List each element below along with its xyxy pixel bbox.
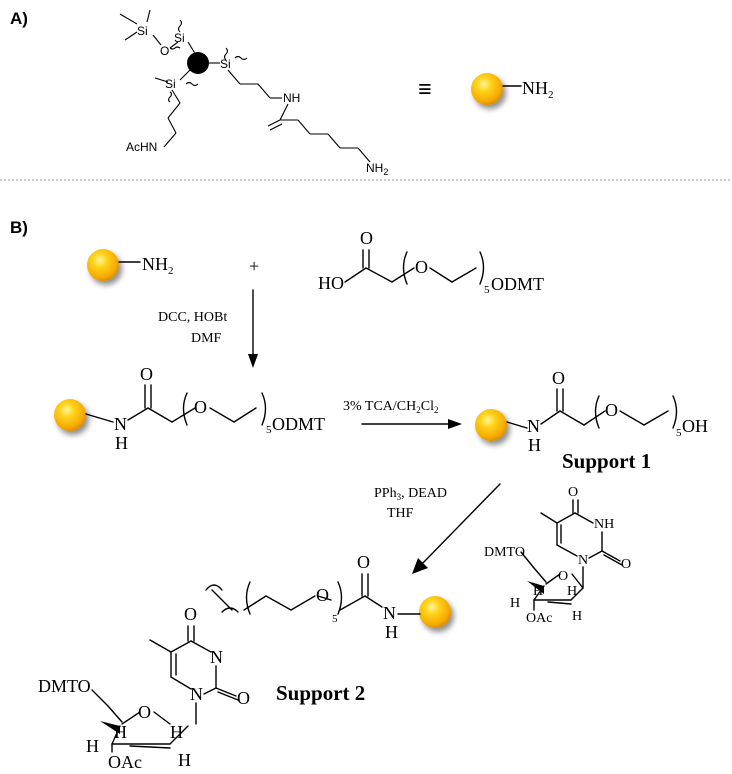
furanose-oxygen: O (138, 702, 151, 722)
sugar-hydrogen: H (533, 584, 543, 599)
reaction-arrow-diagonal (419, 483, 501, 567)
intermediate-odmt: N H O O 5 ODMT (54, 364, 325, 453)
solid-support-bead (475, 409, 507, 441)
thymine-oxygen: O (184, 604, 197, 624)
sugar-hydrogen: H (510, 596, 520, 611)
reagents-tca: 3% TCA/CH2Cl2 (343, 399, 438, 415)
glycosidic-nitrogen: N (190, 684, 203, 704)
achn-label: AcHN (126, 140, 157, 154)
si-label: Si (137, 24, 148, 38)
bead-amine-a: NH2 (471, 73, 554, 105)
sugar-hydrogen: H (114, 722, 127, 742)
sugar-hydrogen: H (178, 750, 191, 770)
peg-acid-reagent: O HO O 5 ODMT (318, 228, 544, 296)
nh-label: NH (283, 91, 300, 105)
reactant-bead-amine: NH2 (87, 249, 174, 281)
si-label: Si (165, 77, 176, 91)
ether-oxygen: O (194, 397, 207, 417)
ether-oxygen: O (605, 400, 618, 420)
nh2-chain-label: NH2 (366, 161, 388, 177)
solid-support-bead (419, 596, 451, 628)
support-1-label: Support 1 (562, 449, 651, 473)
sugar-hydrogen: H (567, 584, 577, 599)
amine-label: NH2 (522, 78, 554, 101)
dmto-label: DMTO (484, 545, 525, 560)
solid-support-bead (54, 399, 86, 431)
reagents-thf: THF (387, 506, 414, 521)
sugar-hydrogen: H (86, 736, 99, 756)
amide-hydrogen: H (115, 433, 128, 453)
dmto-label: DMTO (38, 676, 91, 696)
oxygen-label: O (160, 44, 169, 58)
repeat-subscript: 5 (266, 424, 272, 436)
solid-support-bead (471, 73, 503, 105)
ether-oxygen: O (316, 585, 329, 605)
si-label: Si (220, 57, 231, 71)
si-label: Si (174, 31, 185, 45)
ether-oxygen: O (415, 257, 428, 277)
silica-particle (187, 52, 209, 74)
amide-nitrogen: N (114, 414, 127, 434)
acetate-label: OAc (108, 752, 142, 772)
repeat-subscript: 5 (332, 613, 338, 625)
odmt-label: ODMT (272, 414, 325, 434)
sugar-hydrogen: H (572, 609, 582, 624)
repeat-subscript: 5 (676, 427, 682, 439)
support-2-label: Support 2 (276, 681, 365, 705)
carbonyl-oxygen: O (552, 368, 565, 388)
panel-b-label: B) (10, 218, 28, 237)
hydroxyl-label: OH (682, 416, 708, 436)
protected-thymidine: O NH O N DMTO O H H H H OAc (484, 485, 631, 626)
acetate-label: OAc (526, 611, 552, 626)
glycosidic-nitrogen: N (578, 553, 588, 568)
equivalence-sign: ≡ (418, 77, 432, 103)
imide-nh: NH (594, 517, 614, 532)
reagents-dmf: DMF (191, 331, 222, 346)
furanose-oxygen: O (558, 569, 568, 584)
thymine-oxygen: O (237, 688, 250, 708)
amide-hydrogen: H (385, 622, 398, 642)
panel-a-label: A) (10, 9, 28, 28)
support-1-structure: N H O O 5 OH (475, 368, 708, 455)
amine-label: NH2 (142, 254, 174, 277)
repeat-subscript: 5 (484, 284, 490, 296)
amide-nitrogen: N (383, 603, 396, 623)
imide-nitrogen: N (210, 647, 223, 667)
amide-hydrogen: H (528, 435, 541, 455)
hydroxyl-label: HO (318, 273, 344, 293)
carbonyl-oxygen: O (140, 364, 153, 384)
support-2-structure: N H O 5 O O N O N DMTO (38, 552, 451, 772)
reagents-dcc-hobt: DCC, HOBt (158, 310, 227, 325)
carbonyl-oxygen: O (357, 552, 370, 572)
silica-surface-structure: Si O Si Si AcHN Si NH (119, 9, 388, 177)
amide-nitrogen: N (527, 416, 540, 436)
thymine-oxygen: O (568, 485, 578, 500)
reagents-pph3-dead: PPh3, DEAD (374, 486, 447, 502)
plus-sign: + (249, 256, 259, 276)
sugar-hydrogen: H (170, 722, 183, 742)
odmt-label: ODMT (491, 274, 544, 294)
thymine-oxygen: O (621, 557, 631, 572)
solid-support-bead (87, 249, 119, 281)
carbonyl-oxygen: O (360, 228, 373, 248)
